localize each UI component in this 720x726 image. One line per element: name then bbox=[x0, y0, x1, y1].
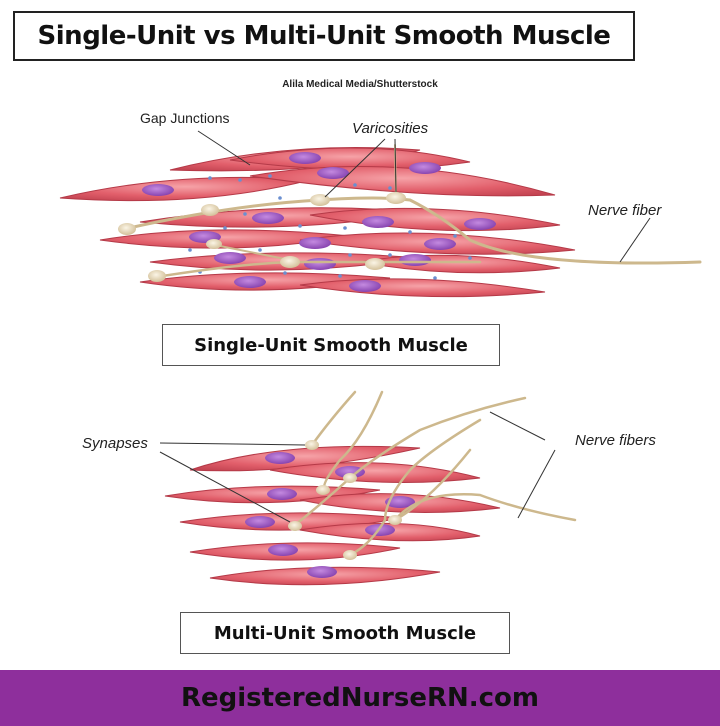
single-unit-leader-lines bbox=[197, 130, 651, 263]
title-box: Single-Unit vs Multi-Unit Smooth Muscle bbox=[13, 11, 635, 61]
nerve-fibers-label: Nerve fibers bbox=[575, 432, 656, 449]
nerve-fiber-label: Nerve fiber bbox=[588, 202, 662, 219]
single-unit-cells bbox=[59, 147, 576, 298]
image-credit: Alila Medical Media/Shutterstock bbox=[282, 79, 438, 90]
multi-unit-leader-lines bbox=[159, 411, 556, 523]
gap-junction-dots bbox=[188, 174, 472, 280]
multi-unit-nerve-fibers bbox=[293, 390, 577, 557]
gap-junctions-label: Gap Junctions bbox=[140, 110, 230, 126]
muscle-diagram bbox=[59, 130, 702, 586]
page-title: Single-Unit vs Multi-Unit Smooth Muscle bbox=[37, 21, 611, 51]
multi-unit-caption-box: Multi-Unit Smooth Muscle bbox=[180, 612, 510, 654]
synapse-bulbs bbox=[288, 440, 402, 560]
single-unit-caption-box: Single-Unit Smooth Muscle bbox=[162, 324, 500, 366]
multi-unit-caption: Multi-Unit Smooth Muscle bbox=[213, 622, 477, 644]
synapses-label: Synapses bbox=[82, 435, 148, 452]
footer-site-name[interactable]: RegisteredNurseRN.com bbox=[180, 683, 539, 713]
footer-banner: RegisteredNurseRN.com bbox=[0, 670, 720, 726]
single-unit-caption: Single-Unit Smooth Muscle bbox=[194, 334, 468, 356]
multi-unit-nuclei bbox=[245, 452, 415, 578]
varicosities-label: Varicosities bbox=[352, 120, 429, 137]
multi-unit-cells bbox=[164, 445, 501, 586]
